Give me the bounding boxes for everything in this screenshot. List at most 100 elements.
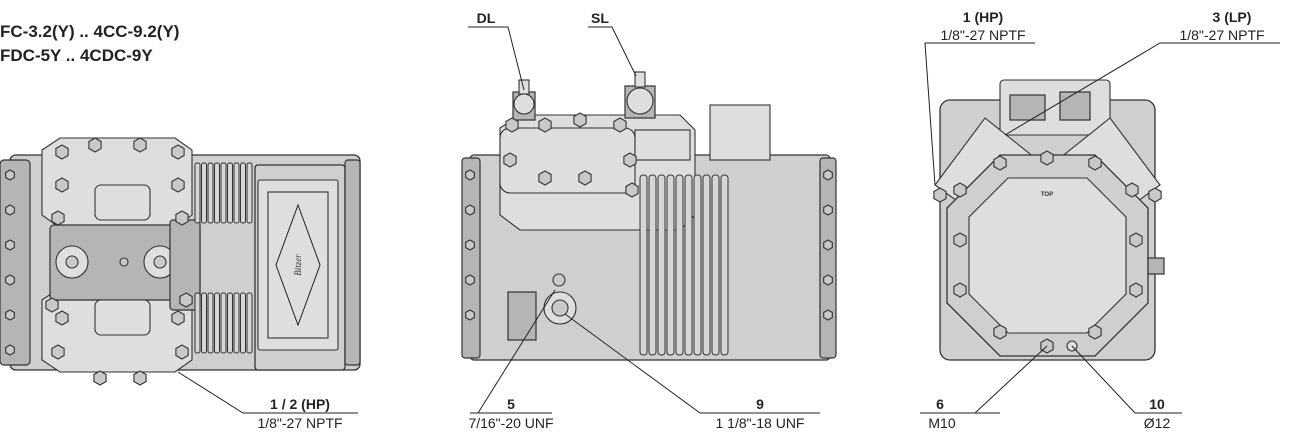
leader-10	[1071, 345, 1182, 414]
bolt-head	[171, 310, 185, 326]
bolt-head	[51, 344, 65, 360]
bolt-head	[171, 177, 185, 193]
bolt-head	[505, 117, 519, 133]
leader-dl	[468, 26, 525, 91]
callout-lp3-number: 3 (LP)	[1213, 9, 1252, 25]
leader-hp-left	[177, 371, 358, 414]
nameplate-logo: Bitzer	[293, 254, 303, 276]
bolt-head	[5, 239, 15, 251]
top-marking: TOP	[1041, 192, 1053, 198]
callout-10-thread: Ø12	[1144, 415, 1171, 431]
cooling-rib	[246, 292, 253, 354]
bolt-head	[5, 204, 15, 216]
bolt-head	[55, 177, 69, 193]
cooling-rib	[220, 292, 227, 354]
bolt-head	[465, 204, 475, 216]
cooling-rib	[240, 162, 246, 224]
bolt-head	[5, 344, 15, 356]
bolt-head	[823, 204, 833, 216]
cooling-fin	[684, 174, 693, 356]
bolt-head	[1129, 232, 1143, 248]
leader-9	[564, 313, 820, 414]
callout-hp-left-thread: 1/8"-27 NPTF	[257, 415, 342, 431]
cooling-rib	[214, 162, 220, 224]
bolt-head	[45, 297, 59, 313]
cooling-rib	[233, 292, 240, 354]
bolt-head	[823, 309, 833, 321]
cooling-rib	[207, 292, 214, 354]
callout-hp1-thread: 1/8"-27 NPTF	[940, 27, 1025, 43]
cooling-rib	[201, 292, 207, 354]
bolt-head	[133, 137, 147, 153]
callout-lp3-thread: 1/8"-27 NPTF	[1179, 27, 1264, 43]
cooling-rib	[246, 162, 253, 224]
bolt-head	[1088, 324, 1102, 340]
cooling-rib	[220, 162, 227, 224]
cooling-fin	[675, 174, 684, 356]
bolt-head	[5, 274, 15, 286]
cooling-fin	[657, 174, 666, 356]
bolt-head	[933, 187, 947, 203]
bolt-head	[175, 210, 189, 226]
bolt-head	[613, 117, 627, 133]
title-line-1: FC-3.2(Y) .. 4CC-9.2(Y)	[0, 22, 180, 41]
callout-9-thread: 1 1/8"-18 UNF	[715, 415, 804, 431]
bolt-head	[953, 182, 967, 198]
cooling-fin	[702, 174, 711, 356]
cooling-rib	[233, 162, 240, 224]
bolt-head	[1088, 155, 1102, 171]
bolt-head	[175, 344, 189, 360]
cooling-fin	[639, 174, 648, 356]
bolt-head	[538, 117, 552, 133]
cooling-rib	[240, 292, 246, 354]
bolt-head	[823, 169, 833, 181]
callout-dl: DL	[477, 10, 496, 26]
bolt-head	[5, 169, 15, 181]
bolt-head	[171, 144, 185, 160]
title-line-2: FDC-5Y .. 4CDC-9Y	[0, 46, 153, 65]
compressor-side-view	[461, 26, 837, 414]
bolt-head	[623, 152, 637, 168]
bolt-head	[953, 282, 967, 298]
bolt-head	[1040, 150, 1054, 166]
cooling-rib	[214, 292, 220, 354]
bolt-head	[465, 239, 475, 251]
cooling-fin	[666, 174, 675, 356]
callout-6-number: 6	[936, 396, 944, 412]
callout-6-thread: M10	[928, 415, 955, 431]
bolt-head	[179, 292, 193, 308]
bolt-head	[538, 170, 552, 186]
cooling-rib	[227, 162, 233, 224]
callout-5-thread: 7/16"-20 UNF	[468, 415, 553, 431]
cooling-fin	[648, 174, 657, 356]
compressor-end-view: TOP	[920, 42, 1280, 414]
cooling-rib	[227, 292, 233, 354]
leader-lp3	[1004, 42, 1280, 136]
leader-sl	[588, 26, 637, 77]
bolt-head	[55, 310, 69, 326]
callout-hp1-number: 1 (HP)	[963, 9, 1003, 25]
bolt-head	[93, 370, 107, 386]
cooling-rib	[201, 162, 207, 224]
bolt-head	[625, 182, 639, 198]
leader-hp1	[924, 42, 1035, 186]
cooling-fin	[720, 174, 729, 356]
bolt-head	[993, 155, 1007, 171]
callout-sl: SL	[591, 10, 609, 26]
bolt-head	[578, 170, 592, 186]
bolt-head	[465, 169, 475, 181]
bolt-head	[503, 152, 517, 168]
bolt-head	[823, 239, 833, 251]
cooling-fin	[693, 174, 702, 356]
callout-hp-left-number: 1 / 2 (HP)	[270, 396, 330, 412]
bolt-head	[465, 309, 475, 321]
cooling-rib	[194, 162, 201, 224]
bolt-head	[88, 137, 102, 153]
compressor-top-view: Bitzer	[0, 137, 361, 414]
bolt-head	[1129, 282, 1143, 298]
bolt-head	[55, 144, 69, 160]
bolt-head	[133, 370, 147, 386]
bolt-head	[465, 274, 475, 286]
bolt-head	[953, 232, 967, 248]
